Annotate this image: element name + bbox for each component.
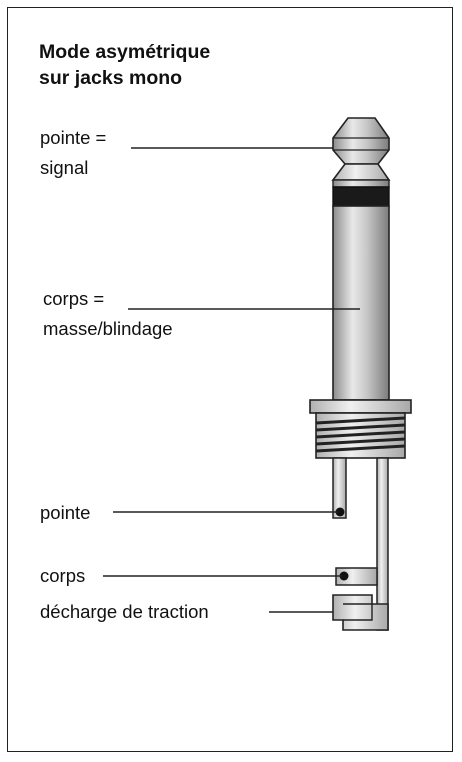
label-sleeve-ground-1: corps = [43, 288, 105, 309]
strain-relief [332, 594, 389, 631]
threaded-section [315, 412, 406, 459]
tip-solder-point [335, 507, 345, 517]
label-sleeve-lug: corps [40, 565, 86, 586]
label-strain-relief: décharge de traction [40, 601, 209, 622]
label-sleeve-ground-2: masse/blindage [43, 318, 173, 339]
plug-sleeve [332, 205, 390, 401]
title-line-1: Mode asymétrique [39, 41, 211, 63]
label-tip-signal-1: pointe = [40, 127, 107, 148]
diagram-frame [7, 7, 453, 752]
label-tip-signal-2: signal [40, 157, 89, 178]
tip-collar [332, 179, 390, 188]
sleeve-solder-point [339, 571, 349, 581]
insulator-ring [332, 186, 390, 207]
plug-flange [309, 399, 412, 414]
diagram-title: Mode asymétrique sur jacks mono [39, 39, 210, 91]
plug-neck [331, 163, 391, 181]
label-tip-lug: pointe [40, 502, 91, 523]
tip-lug [332, 457, 347, 519]
plug-tip [332, 117, 390, 165]
title-line-2: sur jacks mono [39, 67, 183, 89]
